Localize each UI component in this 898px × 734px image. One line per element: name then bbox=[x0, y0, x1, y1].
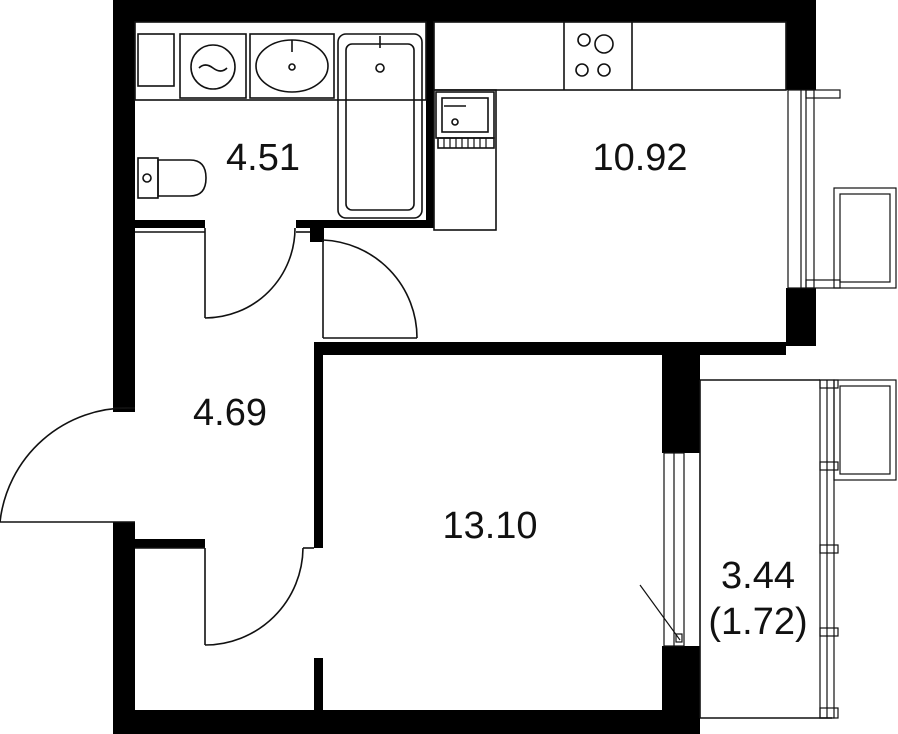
living-room-area-label: 13.10 bbox=[442, 505, 537, 547]
wall-bath-stub-left bbox=[135, 220, 205, 228]
living-door bbox=[204, 547, 314, 646]
wall-right-top bbox=[786, 0, 816, 90]
wall-hall-stub bbox=[310, 228, 324, 242]
wall-hall-lower-stub bbox=[135, 539, 205, 548]
washing-machine-icon bbox=[179, 33, 247, 99]
radiator-icon bbox=[437, 137, 495, 149]
cabinet bbox=[137, 33, 175, 87]
sink-icon bbox=[249, 33, 335, 99]
wall-top bbox=[113, 0, 790, 22]
bathroom-fixtures bbox=[134, 21, 427, 219]
wall-bottom bbox=[113, 710, 700, 734]
thin-partitions bbox=[135, 231, 832, 719]
kitchen-window-sash bbox=[833, 187, 897, 289]
balcony-window-sash bbox=[833, 379, 897, 481]
wall-right-mid bbox=[786, 288, 816, 346]
balcony-reduced-area-label: (1.72) bbox=[708, 601, 807, 643]
bathroom-area-label: 4.51 bbox=[226, 137, 300, 179]
kitchen-window bbox=[787, 89, 897, 289]
kitchen-sink-cabinet bbox=[433, 89, 497, 231]
walls bbox=[113, 0, 816, 734]
stove-icon bbox=[563, 22, 633, 90]
hallway-area-label: 4.69 bbox=[193, 392, 267, 434]
wall-hall-living-lower bbox=[314, 658, 323, 710]
entrance-door bbox=[0, 407, 135, 523]
countertop bbox=[433, 21, 787, 91]
balcony-glazing bbox=[819, 379, 897, 719]
kitchen-sink-icon bbox=[435, 91, 495, 139]
wall-bath-stub-right bbox=[296, 220, 432, 228]
wall-bath-kitchen bbox=[426, 22, 434, 228]
wall-left-upper bbox=[113, 0, 135, 412]
wall-left-lower bbox=[113, 522, 135, 734]
wall-living-balcony-top bbox=[662, 355, 700, 453]
bathroom-door bbox=[204, 227, 296, 319]
toilet-icon bbox=[137, 157, 207, 199]
bathtub-icon bbox=[337, 33, 423, 219]
wall-living-balcony-bottom bbox=[662, 646, 700, 712]
kitchen-area-label: 10.92 bbox=[592, 137, 687, 179]
living-window bbox=[639, 452, 685, 647]
balcony-area-label: 3.44 bbox=[721, 555, 795, 597]
wall-kitchen-living bbox=[317, 342, 786, 355]
kitchen-fixtures bbox=[433, 21, 787, 231]
wall-hall-living-upper bbox=[314, 342, 323, 548]
kitchen-door bbox=[322, 239, 418, 339]
